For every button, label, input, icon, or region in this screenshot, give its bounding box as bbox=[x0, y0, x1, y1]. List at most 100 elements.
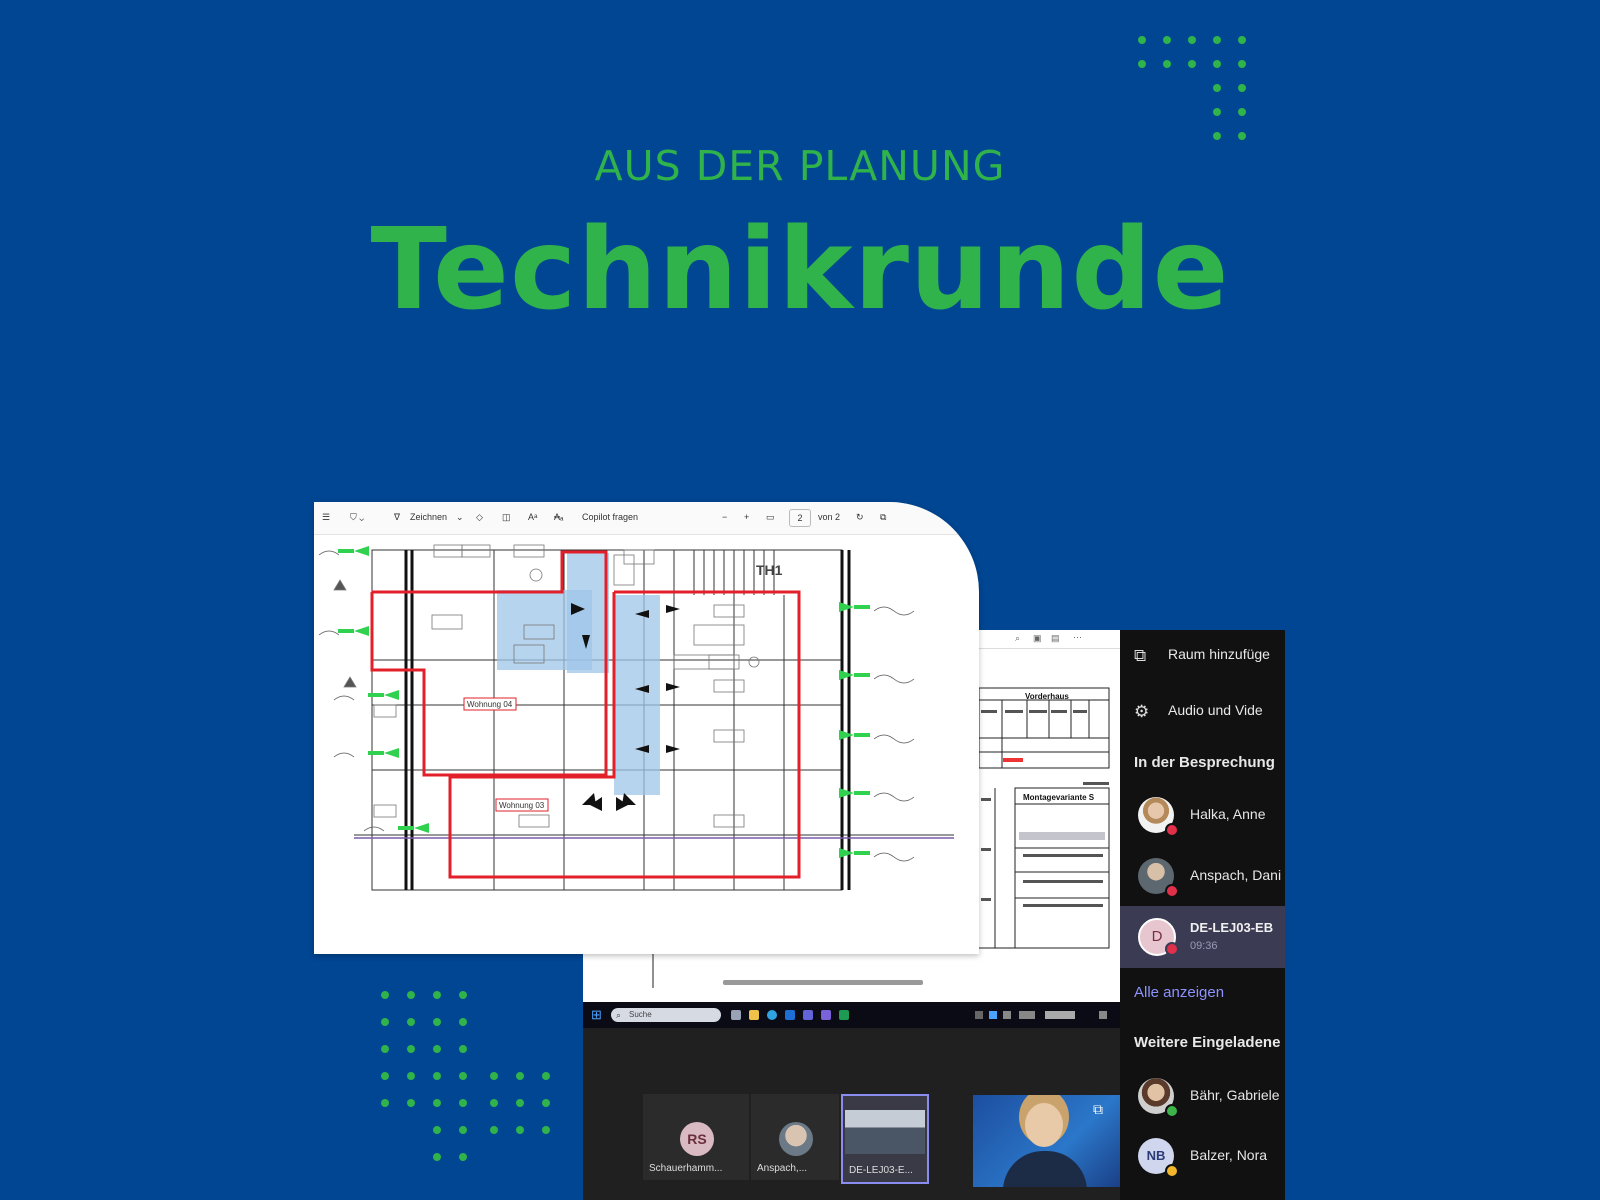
status-available-icon bbox=[1165, 1104, 1179, 1118]
doc-section-text: Montagevariante S bbox=[1023, 793, 1095, 802]
fullscreen-icon[interactable]: ⧉ bbox=[880, 512, 887, 522]
decorative-dot bbox=[407, 991, 415, 999]
decorative-dot bbox=[490, 1099, 498, 1107]
eraser-icon[interactable]: ◇ bbox=[476, 512, 483, 522]
decorative-dot bbox=[433, 1126, 441, 1134]
room-camera-image bbox=[845, 1110, 925, 1154]
gear-icon: ⚙ bbox=[1134, 702, 1150, 721]
rotate-icon[interactable]: ↻ bbox=[856, 512, 864, 522]
share-screen-icon[interactable]: ⧉ bbox=[1093, 1101, 1103, 1117]
decorative-dot bbox=[459, 1045, 467, 1053]
app-icon-extra[interactable] bbox=[821, 1010, 831, 1020]
sidebar-toggle-icon[interactable]: ☰ bbox=[322, 512, 331, 522]
decorative-dot bbox=[459, 1126, 467, 1134]
page-title: Technikrunde bbox=[370, 205, 1230, 335]
decorative-dot bbox=[433, 991, 441, 999]
copilot-button[interactable]: Copilot fragen bbox=[582, 512, 639, 522]
decorative-dot bbox=[1188, 36, 1196, 44]
person-body bbox=[1003, 1151, 1087, 1187]
floor-plan-drawing: Wohnung 04 Wohnung 03 TH1 bbox=[318, 544, 954, 891]
avatar bbox=[779, 1122, 813, 1156]
doc-header-text: Vorderhaus bbox=[1025, 692, 1069, 701]
decorative-dot bbox=[381, 1045, 389, 1053]
draw-tool-label[interactable]: Zeichnen bbox=[410, 512, 448, 522]
decorative-dot bbox=[1213, 84, 1221, 92]
browser-icon[interactable] bbox=[767, 1010, 777, 1020]
decorative-dot bbox=[1163, 60, 1171, 68]
participant-tile-anspach[interactable]: Anspach,... bbox=[751, 1094, 839, 1180]
windows-start-icon[interactable]: ⊞ bbox=[591, 1007, 602, 1022]
decorative-dot bbox=[407, 1045, 415, 1053]
save-icon[interactable]: ▤ bbox=[1051, 633, 1060, 643]
decorative-dot bbox=[1213, 132, 1221, 140]
participant-row[interactable]: Anspach, Dani bbox=[1120, 846, 1285, 904]
unit-label-04: Wohnung 04 bbox=[467, 700, 513, 709]
person-head bbox=[1025, 1103, 1063, 1147]
participant-tile-room[interactable]: DE-LEJ03-E... bbox=[841, 1094, 929, 1184]
print-icon[interactable]: ▣ bbox=[1033, 633, 1042, 643]
zoom-in-icon[interactable]: + bbox=[744, 512, 750, 522]
chevron-down-icon[interactable]: ⌄ bbox=[456, 512, 464, 522]
page-total-label: von 2 bbox=[818, 512, 841, 522]
taskbar-search-placeholder: Suche bbox=[629, 1010, 652, 1019]
tile-label: Schauerhamm... bbox=[649, 1163, 723, 1174]
document-table: Vorderhaus Montagevariante S bbox=[652, 687, 1110, 988]
app-icon-files[interactable] bbox=[731, 1010, 741, 1020]
decorative-dot bbox=[1238, 36, 1246, 44]
fit-page-icon[interactable]: ▭ bbox=[766, 512, 775, 522]
invited-row[interactable]: NB Balzer, Nora bbox=[1120, 1126, 1285, 1184]
decorative-dot bbox=[1138, 60, 1146, 68]
zoom-icon[interactable]: ⌕ bbox=[1015, 633, 1021, 643]
decorative-dot bbox=[490, 1126, 498, 1134]
decorative-dot bbox=[433, 1153, 441, 1161]
audio-video-button[interactable]: ⚙ Audio und Vide bbox=[1134, 702, 1263, 721]
invited-row[interactable]: Bähr, Gabriele bbox=[1120, 1066, 1285, 1124]
decorative-dot bbox=[1238, 132, 1246, 140]
teams-icon[interactable] bbox=[803, 1010, 813, 1020]
status-busy-icon bbox=[1165, 884, 1179, 898]
participant-row[interactable]: Halka, Anne bbox=[1120, 785, 1285, 843]
show-all-link[interactable]: Alle anzeigen bbox=[1134, 984, 1225, 1001]
decorative-dot bbox=[381, 1099, 389, 1107]
decorative-dot bbox=[459, 1018, 467, 1026]
tile-label: Anspach,... bbox=[757, 1163, 808, 1174]
decorative-dot bbox=[516, 1072, 524, 1080]
folder-icon[interactable] bbox=[749, 1010, 759, 1020]
outlook-icon[interactable] bbox=[785, 1010, 795, 1020]
decorative-dot bbox=[381, 1018, 389, 1026]
in-meeting-heading: In der Besprechung bbox=[1134, 754, 1275, 771]
add-room-button[interactable]: ⧉ Raum hinzufüge bbox=[1134, 646, 1270, 665]
self-video-preview[interactable]: ⧉ bbox=[973, 1095, 1120, 1187]
draw-icon[interactable]: ∇ bbox=[394, 512, 401, 522]
decorative-dot bbox=[1188, 60, 1196, 68]
decorative-dot bbox=[459, 1072, 467, 1080]
decorative-dot bbox=[1213, 60, 1221, 68]
kicker-text: AUS DER PLANUNG bbox=[594, 142, 1006, 190]
decorative-dot bbox=[516, 1126, 524, 1134]
decorative-dot bbox=[459, 1153, 467, 1161]
read-aloud-icon[interactable]: ₳ₐ bbox=[554, 512, 564, 522]
decorative-dot bbox=[1213, 108, 1221, 116]
decorative-dot bbox=[542, 1126, 550, 1134]
status-away-icon bbox=[1165, 1164, 1179, 1178]
more-icon[interactable]: ⋯ bbox=[1073, 632, 1082, 642]
search-icon: ⌕ bbox=[616, 1010, 622, 1020]
participant-tile-rs[interactable]: RS Schauerhamm... bbox=[643, 1094, 749, 1180]
page-view-icon[interactable]: ◫ bbox=[502, 512, 511, 522]
highlight-icon[interactable]: ⛉ ⌄ bbox=[350, 512, 365, 522]
decorative-dot bbox=[407, 1018, 415, 1026]
excel-icon[interactable] bbox=[839, 1010, 849, 1020]
text-icon[interactable]: Aᵃ bbox=[528, 512, 538, 522]
decorative-dot bbox=[381, 991, 389, 999]
status-busy-icon bbox=[1165, 823, 1179, 837]
taskbar-search[interactable]: ⌕ Suche bbox=[611, 1008, 721, 1022]
status-busy-icon bbox=[1165, 942, 1179, 956]
decorative-dot bbox=[542, 1072, 550, 1080]
participant-row-room[interactable]: D DE-LEJ03-EB 09:36 bbox=[1120, 906, 1285, 968]
page-number-input[interactable]: 2 bbox=[789, 509, 811, 527]
decorative-dot bbox=[516, 1099, 524, 1107]
system-tray bbox=[975, 1011, 1115, 1019]
zoom-out-icon[interactable]: − bbox=[722, 512, 728, 522]
decorative-dot bbox=[1238, 108, 1246, 116]
room-name: DE-LEJ03-EB bbox=[1190, 920, 1274, 935]
